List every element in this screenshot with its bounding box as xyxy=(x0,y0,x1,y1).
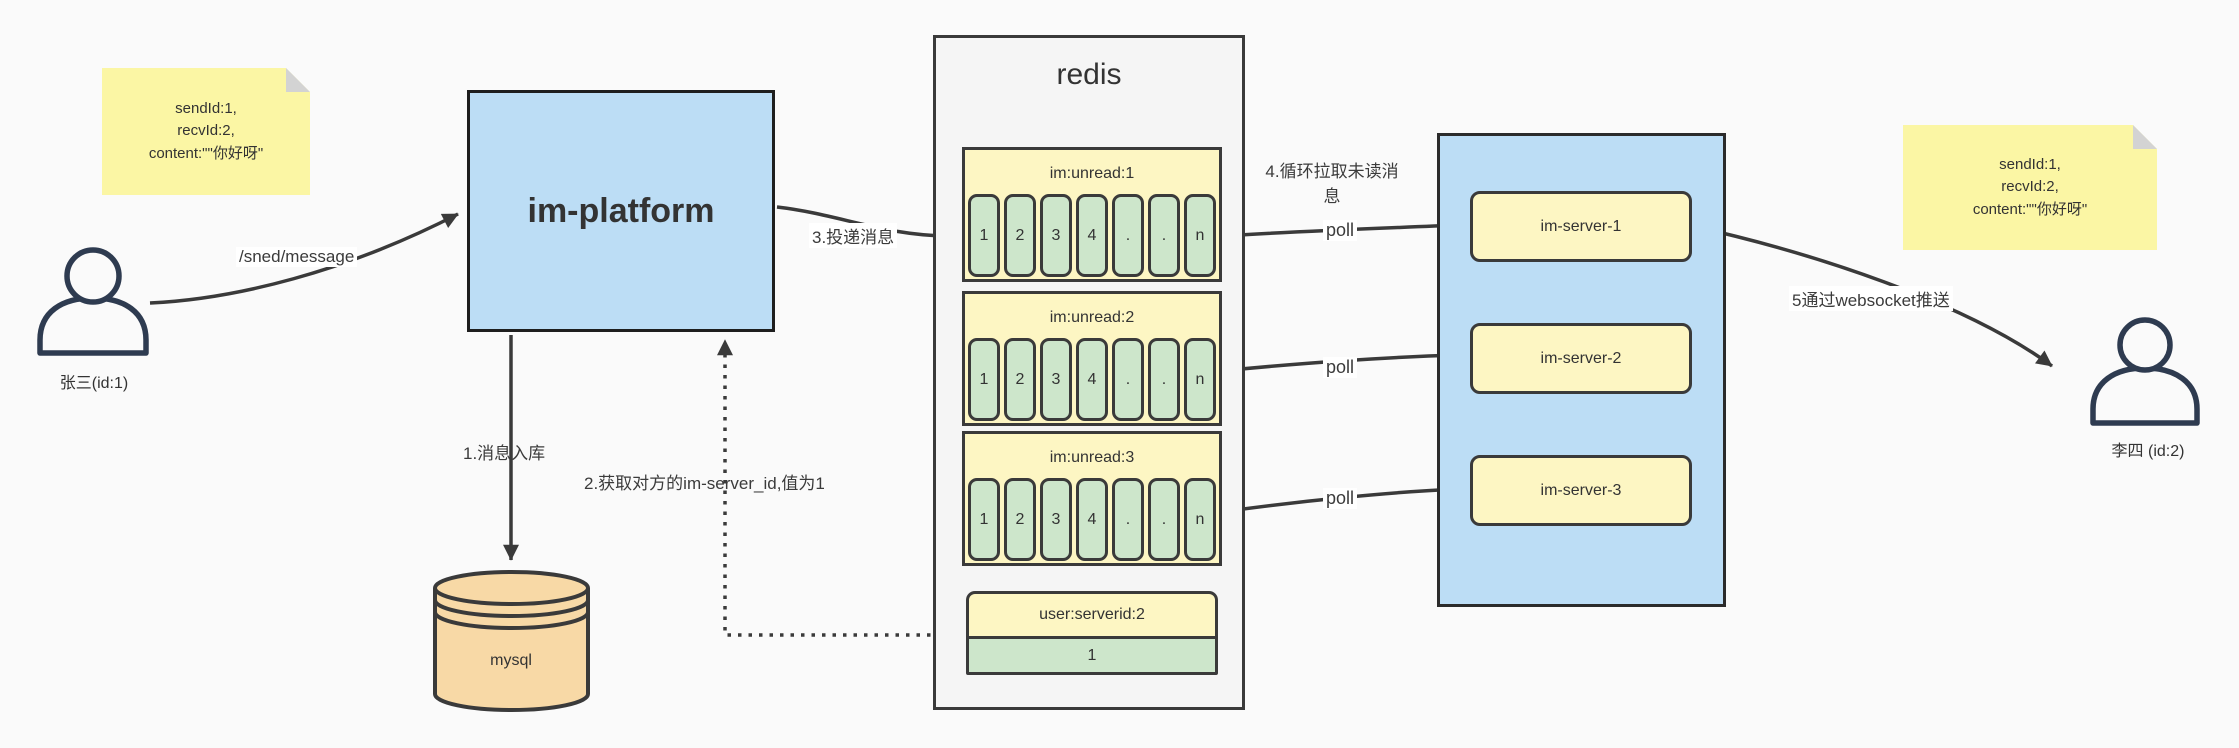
label-step5-websocket-push: 5通过websocket推送 xyxy=(1789,286,1953,311)
mysql-label: mysql xyxy=(490,652,532,669)
queue-cell: 2 xyxy=(1004,478,1036,561)
sender-person-icon xyxy=(37,247,149,356)
note-line: sendId:1, xyxy=(175,99,237,117)
user-serverid-mapping: user:serverid:2 1 xyxy=(966,591,1218,675)
queue-cell: . xyxy=(1112,194,1144,277)
label-step3-deliver: 3.投递消息 xyxy=(809,223,898,248)
mysql-database-icon xyxy=(433,570,590,712)
label-step2-fetch-serverid: 2.获取对方的im-server_id,值为1 xyxy=(584,474,825,493)
queue-cell: 4 xyxy=(1076,478,1108,561)
queue-cell: 4 xyxy=(1076,338,1108,421)
queue-cell: 4 xyxy=(1076,194,1108,277)
queue-cell: . xyxy=(1148,478,1180,561)
queue-cell: 3 xyxy=(1040,194,1072,277)
queue-cell: 1 xyxy=(968,478,1000,561)
label-send-api: /sned/message xyxy=(236,247,358,267)
label-poll-1: poll xyxy=(1323,220,1358,241)
queue-cell: 3 xyxy=(1040,338,1072,421)
mapping-key: user:serverid:2 xyxy=(969,594,1215,639)
label-poll-3: poll xyxy=(1323,488,1358,509)
mapping-value: 1 xyxy=(969,639,1215,672)
sender-label: 张三(id:1) xyxy=(59,375,129,392)
queue-cell: 2 xyxy=(1004,194,1036,277)
im-server-2-box: im-server-2 xyxy=(1470,323,1692,394)
queue-cell: . xyxy=(1148,194,1180,277)
queue-name: im:unread:3 xyxy=(1049,448,1135,466)
queue-cell: n xyxy=(1184,478,1216,561)
queue-cell: . xyxy=(1112,338,1144,421)
note-line: content:""你好呀" xyxy=(148,144,264,162)
queue-name: im:unread:1 xyxy=(1049,164,1135,182)
queue-cell: n xyxy=(1184,338,1216,421)
queue-cell: 1 xyxy=(968,194,1000,277)
queue-cell: . xyxy=(1148,338,1180,421)
receiver-label: 李四 (id:2) xyxy=(2111,443,2185,460)
queue-cell: 3 xyxy=(1040,478,1072,561)
label-poll-2: poll xyxy=(1323,357,1358,378)
sticky-note-message-right: sendId:1, recvId:2, content:""你好呀" xyxy=(1903,125,2157,250)
im-server-1-box: im-server-1 xyxy=(1470,191,1692,262)
note-line: sendId:1, xyxy=(1999,155,2061,173)
note-line: recvId:2, xyxy=(2001,178,2059,196)
note-line: content:""你好呀" xyxy=(1972,200,2088,218)
redis-title: redis xyxy=(1056,58,1122,91)
im-platform-box: im-platform xyxy=(467,90,775,332)
im-server-cluster: im-server-1 im-server-2 im-server-3 xyxy=(1437,133,1726,607)
queue-cell: n xyxy=(1184,194,1216,277)
queue-cell: . xyxy=(1112,478,1144,561)
receiver-person-icon xyxy=(2090,317,2200,426)
label-step4-poll-unread: 4.循环拉取未读消息 xyxy=(1265,162,1399,206)
im-server-3-box: im-server-3 xyxy=(1470,455,1692,526)
sticky-note-message-left: sendId:1, recvId:2, content:""你好呀" xyxy=(102,68,310,195)
queue-cell: 2 xyxy=(1004,338,1036,421)
queue-cell: 1 xyxy=(968,338,1000,421)
note-line: recvId:2, xyxy=(177,122,235,140)
label-step1-store: 1.消息入库 xyxy=(463,444,546,463)
queue-name: im:unread:2 xyxy=(1049,308,1135,326)
